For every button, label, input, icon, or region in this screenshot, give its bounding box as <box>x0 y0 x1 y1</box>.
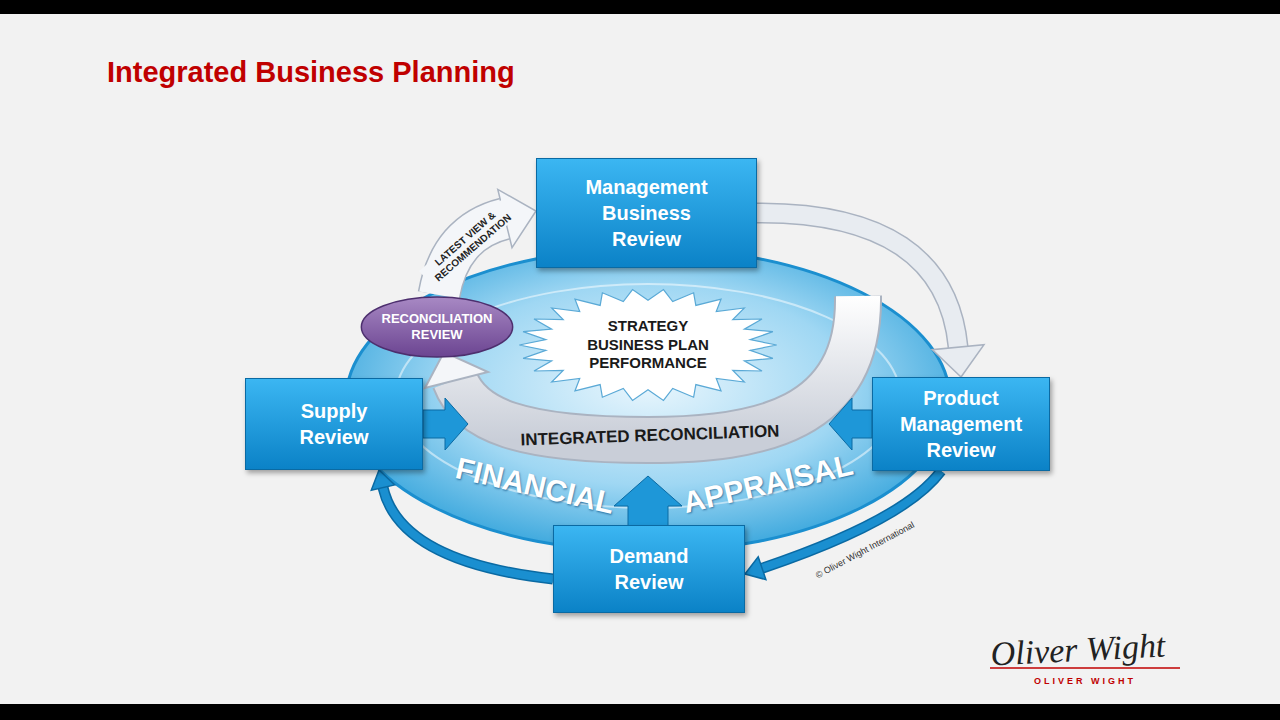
reconciliation-band <box>455 296 858 440</box>
node-text: Product Management Review <box>886 385 1036 463</box>
logo-wordmark: OLIVER WIGHT <box>1034 676 1136 686</box>
review-box: Product Management Review <box>872 377 1050 471</box>
inward-arrow <box>829 398 872 450</box>
strategy-starburst: STRATEGY BUSINESS PLAN PERFORMANCE <box>518 288 778 402</box>
node-text: Supply Review <box>284 398 384 450</box>
node-text: Demand Review <box>599 543 699 595</box>
node-text: STRATEGY BUSINESS PLAN PERFORMANCE <box>581 317 716 373</box>
reconciliation-ellipse: RECONCILIATION REVIEW <box>359 295 515 359</box>
logo-signature: Oliver Wight <box>990 626 1166 673</box>
node-text: Management Business Review <box>572 174 722 252</box>
slide-title: Integrated Business Planning <box>107 56 515 89</box>
review-box: Demand Review <box>553 525 745 613</box>
inward-arrow <box>423 398 468 450</box>
review-box: Management Business Review <box>536 158 757 268</box>
letterbox-bar <box>0 0 1280 14</box>
review-box: Supply Review <box>245 378 423 470</box>
letterbox-bar <box>0 704 1280 720</box>
inward-arrow <box>614 476 682 526</box>
reconciliation-band-edge <box>455 296 858 440</box>
cycle-arrow <box>757 213 984 377</box>
node-text: RECONCILIATION REVIEW <box>377 311 497 342</box>
